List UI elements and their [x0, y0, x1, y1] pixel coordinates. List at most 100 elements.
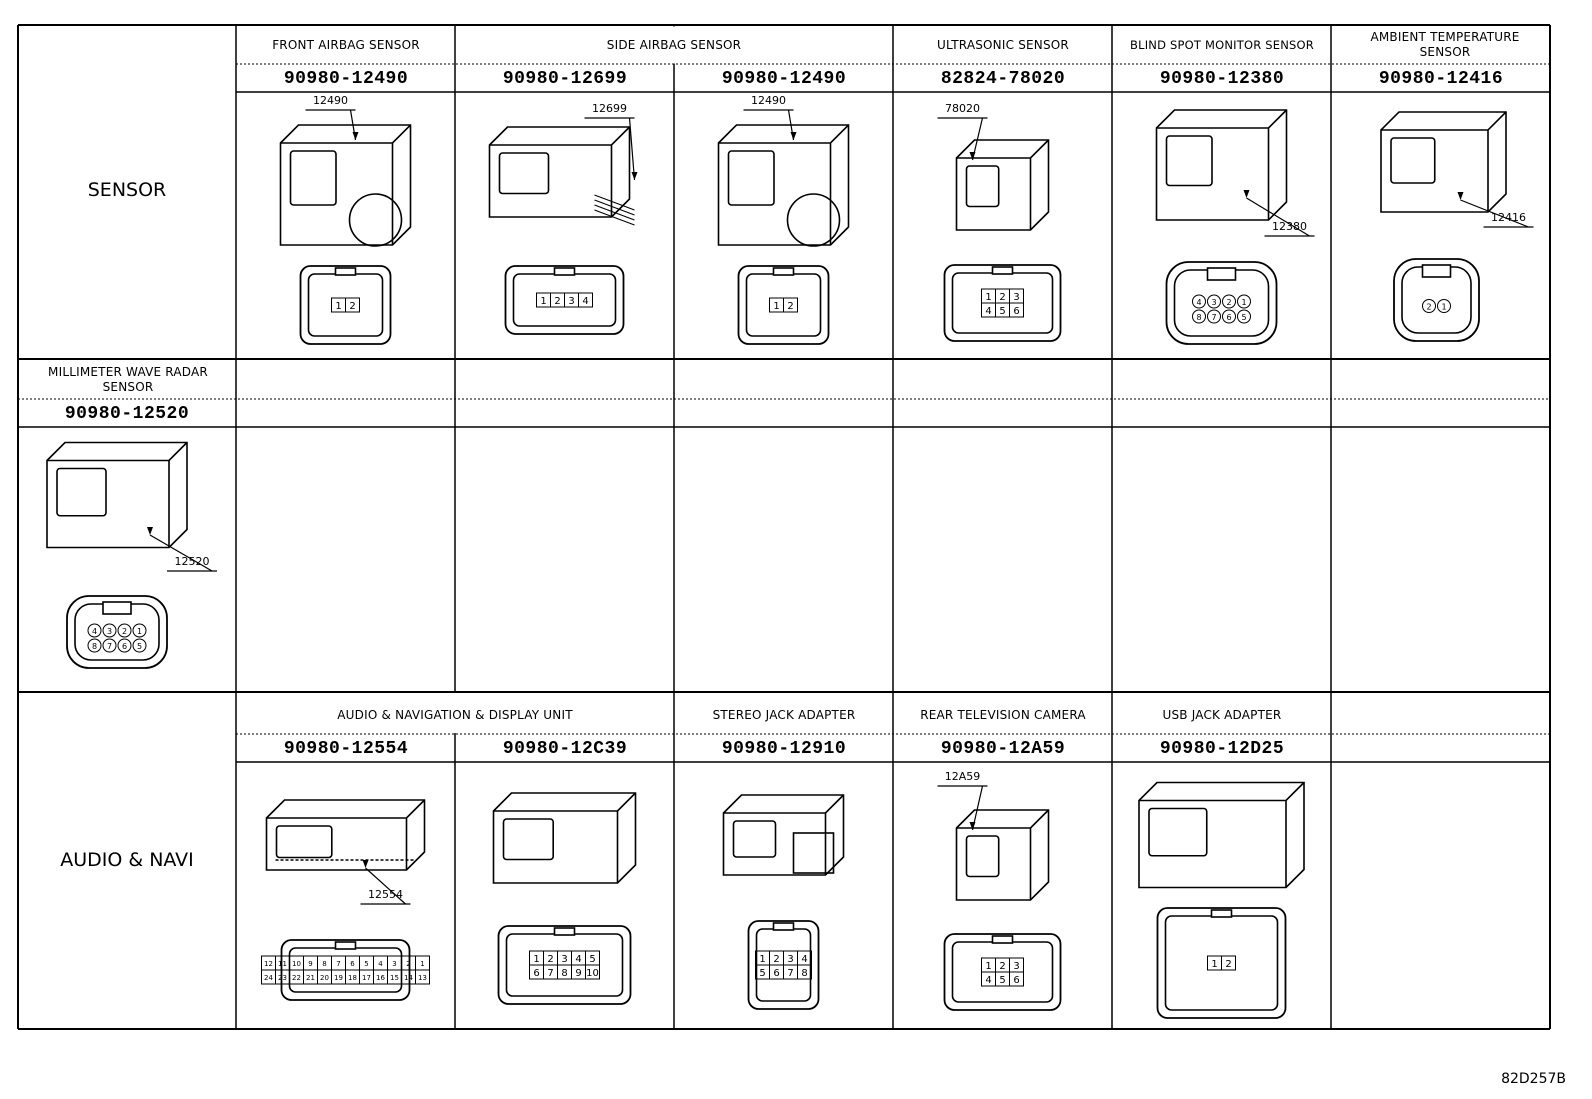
header-merge-mask: [453, 693, 458, 733]
pin-cell: [102, 623, 117, 638]
pin-number: 3: [1211, 298, 1216, 307]
pin-cell: [117, 623, 132, 638]
latch: [553, 927, 576, 936]
housing-detail: [502, 818, 555, 861]
housing-edge: [718, 124, 850, 245]
pin-cell: [415, 969, 430, 985]
face-outline: [1165, 261, 1278, 345]
pin-number: 1: [1441, 303, 1446, 312]
pin-number: 1: [533, 954, 539, 965]
pin-number: 2: [554, 296, 560, 307]
audio-navigation-display-unit-housing: [265, 799, 426, 871]
header-millimeter-wave-radar-sensor: MILLIMETER WAVE RADAR SENSOR: [48, 365, 208, 394]
tag-12490: 12490: [743, 94, 797, 141]
pin-cell: [87, 638, 102, 653]
pin-number: 13: [418, 974, 427, 982]
header-front-airbag-sensor: FRONT AIRBAG SENSOR: [272, 37, 420, 52]
pin-number: 3: [787, 954, 793, 965]
pin-number: 6: [350, 960, 355, 968]
tag-number: 12380: [1272, 220, 1307, 233]
header-rear-television-camera: REAR TELEVISION CAMERA: [920, 707, 1086, 722]
category-cell-mask: [19, 693, 235, 1028]
pin-number: 2: [999, 292, 1005, 303]
housing-edge: [1381, 111, 1507, 212]
header-audio-navigation-display-unit: AUDIO & NAVIGATION & DISPLAY UNIT: [337, 707, 573, 722]
pin-number: 1: [335, 301, 341, 312]
pin-number: 11: [278, 960, 287, 968]
part-number: 90980-12490: [283, 68, 409, 89]
housing-outline: [955, 139, 1050, 231]
tag-number: 12520: [175, 555, 210, 568]
pin-number: 7: [787, 968, 793, 979]
housing-outline: [955, 809, 1050, 901]
header-ambient-temperature-sensor: AMBIENT TEMPERATURE SENSOR: [1370, 30, 1520, 59]
pin-number: 4: [801, 954, 807, 965]
pin-number: 12: [264, 960, 273, 968]
header-merge-mask: [672, 26, 677, 64]
latch: [1206, 267, 1237, 281]
tag-number: 12699: [592, 102, 627, 115]
pin-cell: [1437, 299, 1451, 313]
pin-number: 1: [759, 954, 765, 965]
pin-number: 3: [1013, 961, 1019, 972]
pin-number: 1: [137, 627, 142, 636]
pin-number: 1: [985, 961, 991, 972]
housing-edge: [47, 441, 188, 548]
tag-leader: [365, 867, 406, 905]
latch: [1421, 264, 1452, 278]
pin-cell: [1237, 309, 1251, 324]
pin-number: 4: [985, 306, 991, 317]
pin-number: 10: [586, 968, 599, 979]
part-number: 90980-12520: [64, 404, 190, 424]
ambient-temperature-sensor-housing: [1380, 111, 1507, 213]
header-blind-spot-monitor-sensor: BLIND SPOT MONITOR SENSOR: [1130, 37, 1314, 52]
pin-number: 4: [92, 627, 97, 636]
pin-cell: [1192, 294, 1206, 309]
rear-television-camera-housing: [955, 809, 1050, 901]
pin-cell: [117, 638, 132, 653]
pin-number: 15: [390, 974, 399, 982]
millimeter-wave-radar-sensor-housing: [46, 441, 188, 549]
tag-arrow: [352, 132, 359, 140]
pin-number: 1: [1241, 298, 1246, 307]
part-number: 90980-12910: [721, 738, 847, 759]
ultrasonic-sensor-housing: [955, 139, 1050, 231]
pin-number: 5: [999, 975, 1005, 986]
housing-edge: [1156, 109, 1288, 220]
tag-number: 12A59: [945, 770, 981, 783]
pin-number: 10: [292, 960, 301, 968]
housing-outline: [488, 126, 631, 218]
pin-number: 7: [336, 960, 340, 968]
pin-cell: [1009, 971, 1024, 987]
pin-number: 2: [1225, 959, 1231, 970]
latch: [772, 922, 795, 931]
pin-number: 8: [92, 642, 97, 651]
tag-number: 12554: [368, 888, 403, 901]
pin-cell: [797, 964, 812, 980]
housing-edge: [956, 809, 1050, 900]
pin-number: 3: [392, 960, 396, 968]
housing-outline: [1138, 781, 1305, 889]
pin-cell: [1009, 302, 1024, 318]
pin-number: 6: [1013, 975, 1019, 986]
tag-12520: 12520: [147, 527, 217, 572]
pin-number: 1: [540, 296, 546, 307]
pin-number: 5: [364, 960, 368, 968]
latch: [772, 267, 795, 276]
pin-number: 2: [1426, 303, 1431, 312]
housing-detail: [965, 835, 1000, 878]
category-cell-mask: [19, 26, 235, 358]
pin-number: 8: [1196, 313, 1201, 322]
housing-detail: [498, 152, 550, 195]
header-stereo-jack-adapter: STEREO JACK ADAPTER: [712, 707, 856, 722]
pin-number: 7: [107, 642, 112, 651]
housing-outline: [46, 441, 188, 549]
housing-edge: [266, 799, 426, 870]
housing-detail: [1148, 807, 1208, 857]
